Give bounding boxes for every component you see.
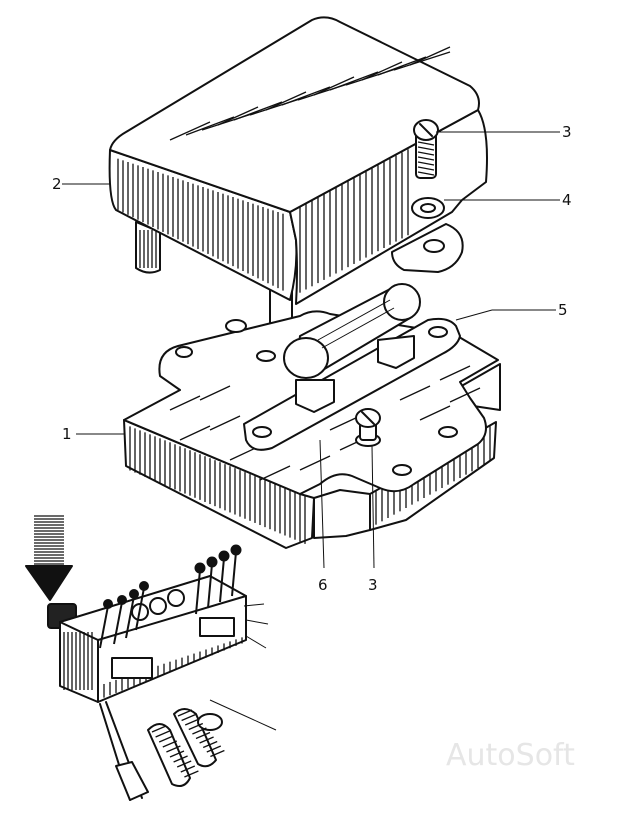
lever [195, 569, 201, 615]
thread-stroke [417, 146, 435, 151]
base-top-stroke [259, 465, 291, 481]
base-top-stroke [419, 405, 451, 421]
base-top-stroke [449, 387, 481, 403]
cover-top-stroke [361, 61, 403, 81]
lever-knob [230, 544, 242, 556]
lever-knob [206, 556, 218, 568]
pedal-stroke [177, 709, 193, 717]
cover-top-stroke [393, 51, 451, 71]
lever [125, 595, 135, 639]
base-top-stroke [399, 385, 431, 401]
lever [99, 605, 109, 649]
base-top-stroke [199, 385, 231, 401]
thread-stroke [417, 156, 435, 161]
lever-knob [117, 595, 127, 605]
fuse-box-cover [108, 16, 488, 332]
cover-top-stroke [169, 121, 211, 141]
lever-knob [129, 589, 139, 599]
cover-top-stroke [329, 71, 379, 91]
pedal-stroke [184, 770, 199, 778]
pedal-stroke [188, 722, 204, 731]
thread-stroke [417, 141, 435, 146]
lever-knob [218, 550, 230, 562]
pedal-stroke [192, 727, 207, 735]
callout-2: 2 [52, 175, 62, 193]
base-top-stroke [439, 365, 471, 381]
pedal-stroke [176, 760, 192, 768]
thread-stroke [417, 166, 435, 171]
cover-top-stroke [377, 56, 427, 76]
watermark: AutoSoft [446, 738, 575, 773]
pedal-stroke [206, 745, 222, 753]
lever [207, 563, 213, 609]
pedal-stroke [210, 749, 225, 758]
pedal-stroke [199, 736, 214, 744]
pedal-stroke [169, 750, 185, 758]
pedal-stroke [195, 731, 211, 740]
thread-stroke [417, 171, 435, 176]
cover-top-stroke [185, 116, 235, 136]
thread-stroke [417, 161, 435, 166]
cover-top-stroke [313, 76, 355, 96]
callout-3-bottom: 3 [368, 576, 378, 594]
pedal-stroke [151, 725, 167, 733]
callout-3-top: 3 [562, 123, 572, 141]
pedal-stroke [155, 730, 170, 738]
base-top-stroke [329, 415, 361, 431]
thread-stroke [417, 151, 435, 156]
lever-knob [194, 562, 206, 574]
callout-4: 4 [562, 191, 572, 209]
pedal-stroke [181, 713, 196, 722]
callout-1: 1 [62, 425, 72, 443]
location-arrow [25, 515, 73, 601]
lever [113, 601, 123, 645]
pedal-stroke [180, 765, 196, 773]
base-top-stroke [169, 395, 201, 411]
lever-knob [139, 581, 149, 591]
cover-top-stroke [217, 106, 259, 126]
leader-lines [62, 131, 560, 569]
pedal-stroke [184, 718, 200, 726]
callout-6: 6 [318, 576, 328, 594]
base-top-stroke [299, 455, 331, 471]
dashboard-location-inset [25, 515, 277, 801]
base-top-stroke [179, 425, 211, 441]
cover-top-stroke [409, 46, 451, 66]
pedal-stroke [158, 735, 174, 743]
base-top-stroke [209, 415, 241, 431]
lever-knob [103, 599, 113, 609]
cover-top-stroke [281, 86, 331, 106]
lever [231, 551, 237, 597]
pedal-stroke [173, 755, 188, 763]
lever [219, 557, 225, 603]
pedal-stroke [202, 740, 218, 749]
callout-5: 5 [558, 301, 568, 319]
fuse-box-base [123, 283, 501, 549]
cover-top-stroke [233, 101, 283, 121]
pedal-stroke [162, 740, 178, 748]
pedal-stroke [166, 745, 181, 753]
lever [135, 587, 145, 631]
cover-top-stroke [265, 91, 307, 111]
